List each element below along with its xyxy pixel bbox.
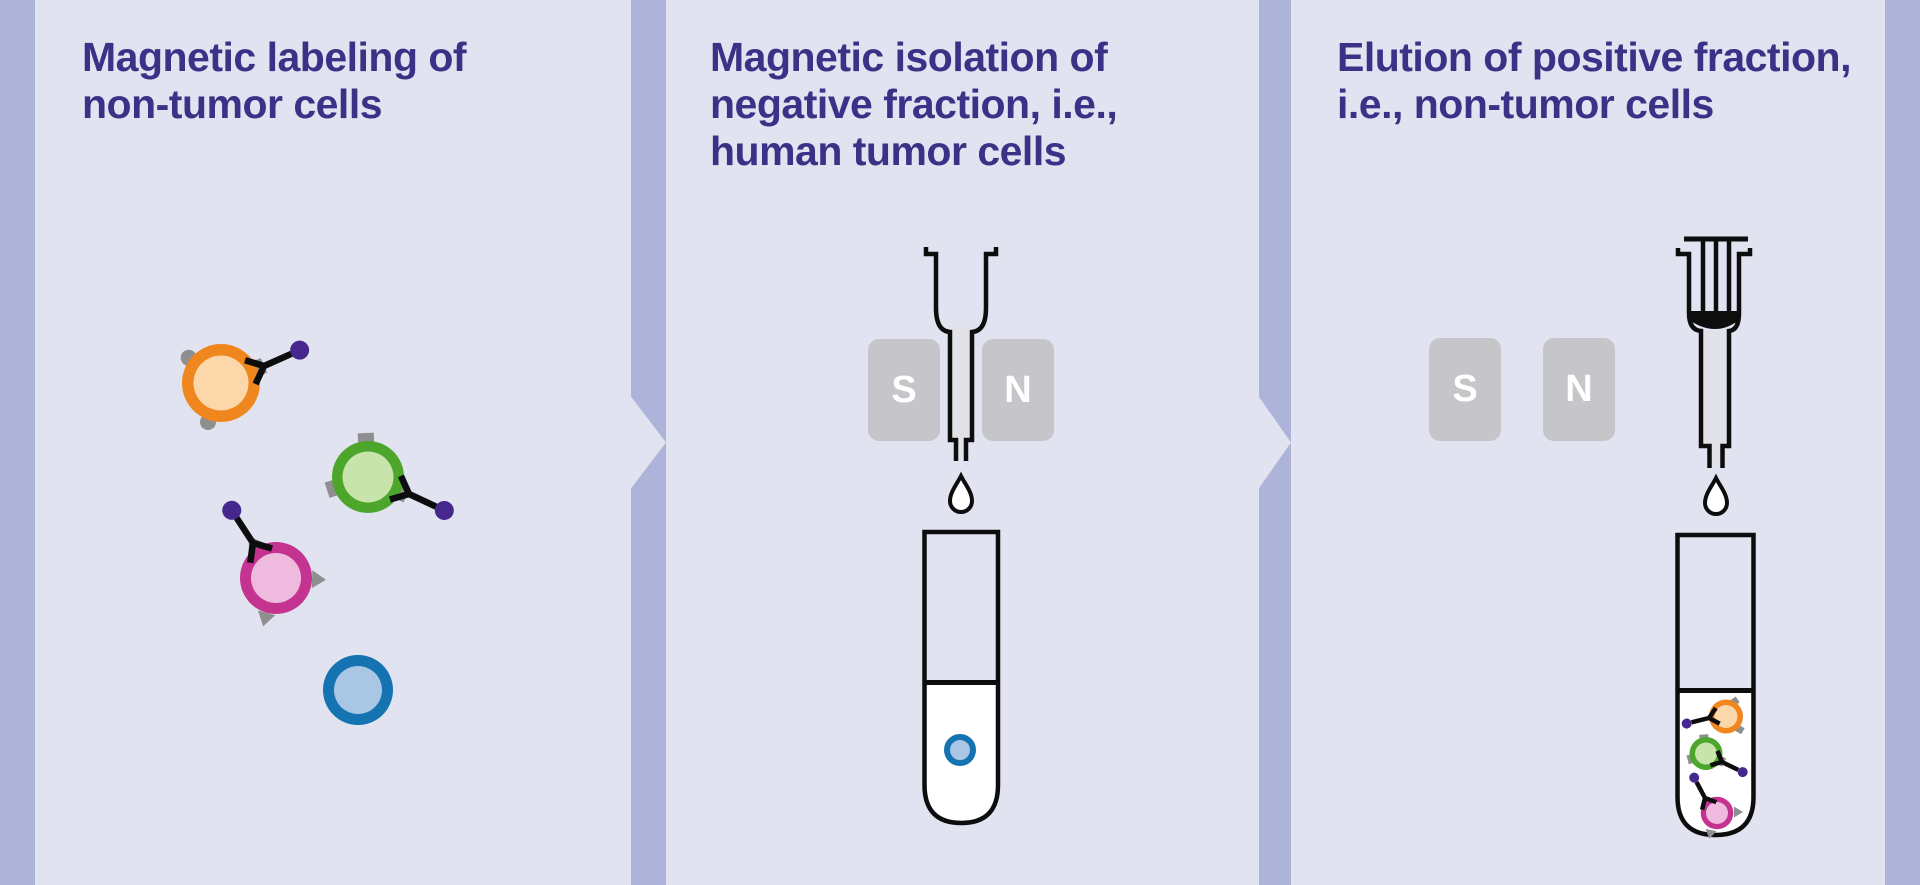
antibody-microbead-icon bbox=[1681, 706, 1721, 729]
magnet-north-label: N bbox=[1004, 368, 1032, 411]
step3-title: Elution of positive fraction, i.e., non-… bbox=[1337, 34, 1851, 128]
column-wall-left bbox=[923, 247, 959, 461]
receptor bbox=[258, 610, 276, 627]
labeled-cell-pink bbox=[1689, 772, 1743, 839]
labeled-cell-orange bbox=[1681, 696, 1745, 735]
cell-body bbox=[944, 734, 976, 766]
plunger-seal bbox=[1689, 311, 1739, 329]
antibody-microbead-icon bbox=[1689, 772, 1718, 811]
magnet-south-pole-step3: S bbox=[1429, 338, 1501, 441]
column-matrix bbox=[952, 326, 970, 442]
step2-title: Magnetic isolation of negative fraction,… bbox=[710, 34, 1118, 175]
receptor bbox=[311, 570, 326, 589]
column-wall-right bbox=[963, 247, 999, 461]
step1-title: Magnetic labeling of non-tumor cells bbox=[82, 34, 467, 128]
tumor-cell-blue bbox=[323, 655, 393, 725]
receptor bbox=[1734, 806, 1743, 818]
cell-body bbox=[193, 355, 249, 411]
droplet-icon-step2 bbox=[947, 471, 975, 514]
labeled-cell-pink bbox=[222, 500, 326, 627]
flow-arrow-step1-step2-icon bbox=[629, 394, 666, 491]
cell-body bbox=[342, 451, 394, 503]
tube-outline bbox=[922, 529, 1001, 826]
flow-arrow-step2-step3-icon bbox=[1257, 394, 1291, 491]
cell-body bbox=[251, 553, 301, 603]
magnet-north-label: N bbox=[1565, 368, 1593, 410]
column-wall-left bbox=[1675, 248, 1712, 468]
labeled-cell-green bbox=[324, 432, 454, 520]
magnetic-bead bbox=[1689, 772, 1700, 783]
labeled-cell-orange bbox=[180, 340, 310, 430]
right-rail bbox=[1885, 0, 1920, 885]
magnetic-bead bbox=[222, 500, 242, 520]
column-wall-right bbox=[1720, 248, 1753, 468]
labeled-cell-green bbox=[1686, 734, 1748, 778]
magnet-north-pole-step2: N bbox=[982, 339, 1054, 441]
magnetic-bead bbox=[1681, 718, 1692, 729]
magnet-south-label: S bbox=[1452, 368, 1478, 410]
droplet-icon-step3 bbox=[1702, 473, 1730, 516]
cell-body bbox=[1695, 742, 1717, 765]
left-rail bbox=[0, 0, 35, 885]
cell-body bbox=[334, 666, 382, 714]
column-tip-fill bbox=[958, 442, 964, 459]
collection-tube-step2 bbox=[922, 529, 1001, 826]
antibody-microbead-icon bbox=[244, 340, 310, 386]
antibody-microbead-icon bbox=[1709, 750, 1748, 778]
antibody-microbead-icon bbox=[222, 500, 273, 564]
magnet-south-label: S bbox=[891, 368, 917, 411]
magnetic-bead bbox=[1737, 767, 1748, 778]
magnet-south-pole-step2: S bbox=[868, 339, 940, 441]
magnetic-bead bbox=[290, 340, 310, 360]
separation-column-step3 bbox=[1675, 236, 1753, 468]
cell-suspension bbox=[180, 340, 454, 725]
separation-column-step2 bbox=[923, 247, 999, 461]
receptor bbox=[1705, 829, 1717, 839]
magnet-north-pole-step3: N bbox=[1543, 338, 1615, 441]
tumor-cell-blue bbox=[944, 734, 976, 766]
column-matrix bbox=[1703, 331, 1727, 446]
tube-outline bbox=[1675, 532, 1756, 838]
plunger-icon bbox=[1684, 236, 1748, 329]
magnetic-bead bbox=[434, 500, 454, 520]
column-tip-fill bbox=[1712, 446, 1720, 466]
antibody-microbead-icon bbox=[389, 474, 454, 520]
cell-body bbox=[1706, 802, 1728, 824]
collection-tube-step3 bbox=[1675, 532, 1756, 839]
